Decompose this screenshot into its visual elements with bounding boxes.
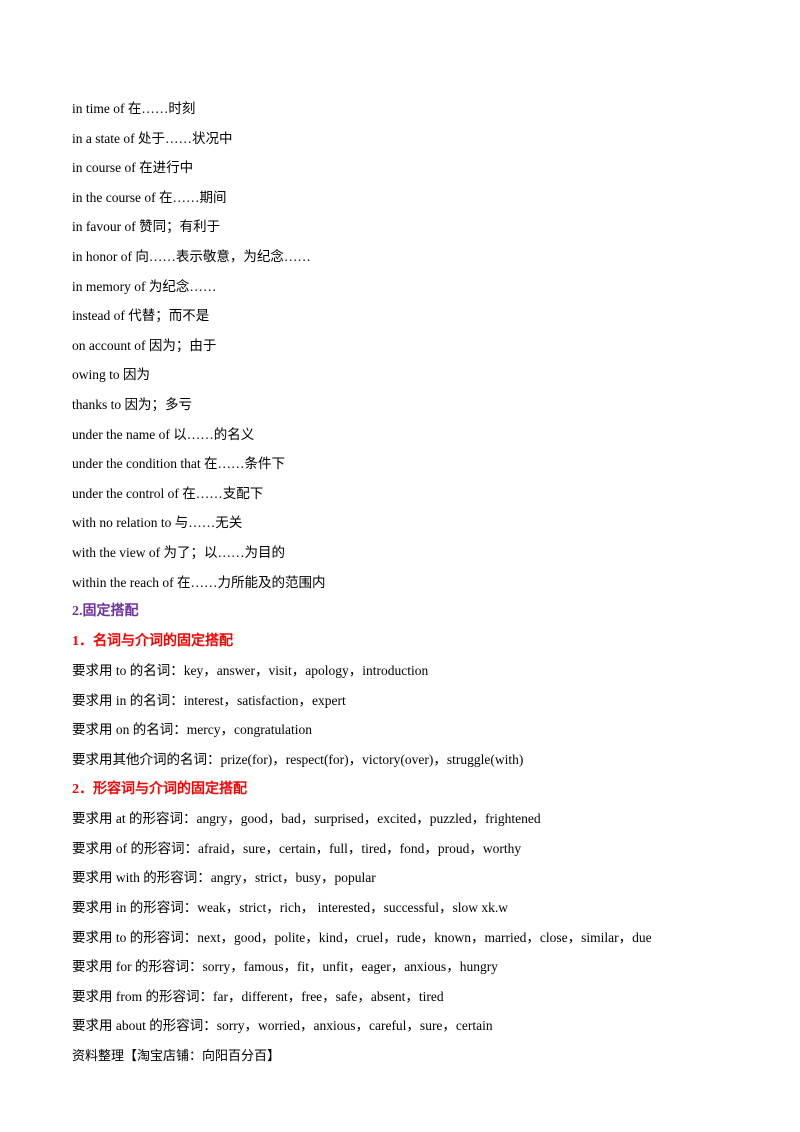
noun-line: 要求用其他介词的名词：prize(for)，respect(for)，victo…	[72, 752, 524, 768]
phrase-line: in favour of 赞同；有利于	[72, 219, 221, 235]
phrase-line: instead of 代替；而不是	[72, 308, 210, 324]
phrase-line: in honor of 向……表示敬意，为纪念……	[72, 248, 311, 264]
phrase-line: in a state of 处于……状况中	[72, 130, 233, 146]
noun-line: 要求用 to 的名词：key，answer，visit，apology，intr…	[72, 663, 429, 679]
phrase-line: under the control of 在……支配下	[72, 485, 264, 501]
phrase-line: with the view of 为了；以……为目的	[72, 544, 285, 560]
noun-preposition-heading: 1．名词与介词的固定搭配	[72, 633, 233, 649]
adjective-preposition-heading: 2．形容词与介词的固定搭配	[72, 781, 247, 797]
adjective-line: 要求用 from 的形容词：far，different，free，safe，ab…	[72, 988, 444, 1004]
phrase-line: within the reach of 在……力所能及的范围内	[72, 574, 326, 590]
phrase-line: in course of 在进行中	[72, 160, 194, 176]
document-body: in time of 在……时刻 in a state of 处于……状况中 i…	[72, 94, 772, 1041]
adjective-line: 要求用 about 的形容词：sorry，worried，anxious，car…	[72, 1018, 493, 1034]
phrase-line: on account of 因为；由于	[72, 337, 217, 353]
phrase-line: in the course of 在……期间	[72, 189, 227, 205]
phrase-line: under the name of 以……的名义	[72, 426, 255, 442]
adjective-line: 要求用 for 的形容词：sorry，famous，fit，unfit，eage…	[72, 959, 498, 975]
phrase-line: in memory of 为纪念……	[72, 278, 217, 294]
phrase-line: in time of 在……时刻	[72, 101, 196, 116]
phrase-line: under the condition that 在……条件下	[72, 456, 285, 472]
adjective-line: 要求用 of 的形容词：afraid，sure，certain，full，tir…	[72, 840, 522, 856]
adjective-line: 要求用 at 的形容词：angry，good，bad，surprised，exc…	[72, 811, 541, 827]
adjective-line: 要求用 in 的形容词：weak，strict，rich， interested…	[72, 900, 509, 916]
adjective-line: 要求用 with 的形容词：angry，strict，busy，popular	[72, 870, 376, 886]
page-footer: 资料整理【淘宝店铺：向阳百分百】	[72, 1048, 281, 1063]
noun-line: 要求用 in 的名词：interest，satisfaction，expert	[72, 692, 346, 708]
section-title: 2.固定搭配	[72, 604, 139, 620]
noun-line: 要求用 on 的名词：mercy，congratulation	[72, 722, 312, 738]
phrase-line: thanks to 因为；多亏	[72, 396, 192, 412]
adjective-line: 要求用 to 的形容词：next，good，polite，kind，cruel，…	[72, 929, 652, 945]
phrase-line: owing to 因为	[72, 367, 151, 383]
phrase-line: with no relation to 与……无关	[72, 515, 243, 531]
